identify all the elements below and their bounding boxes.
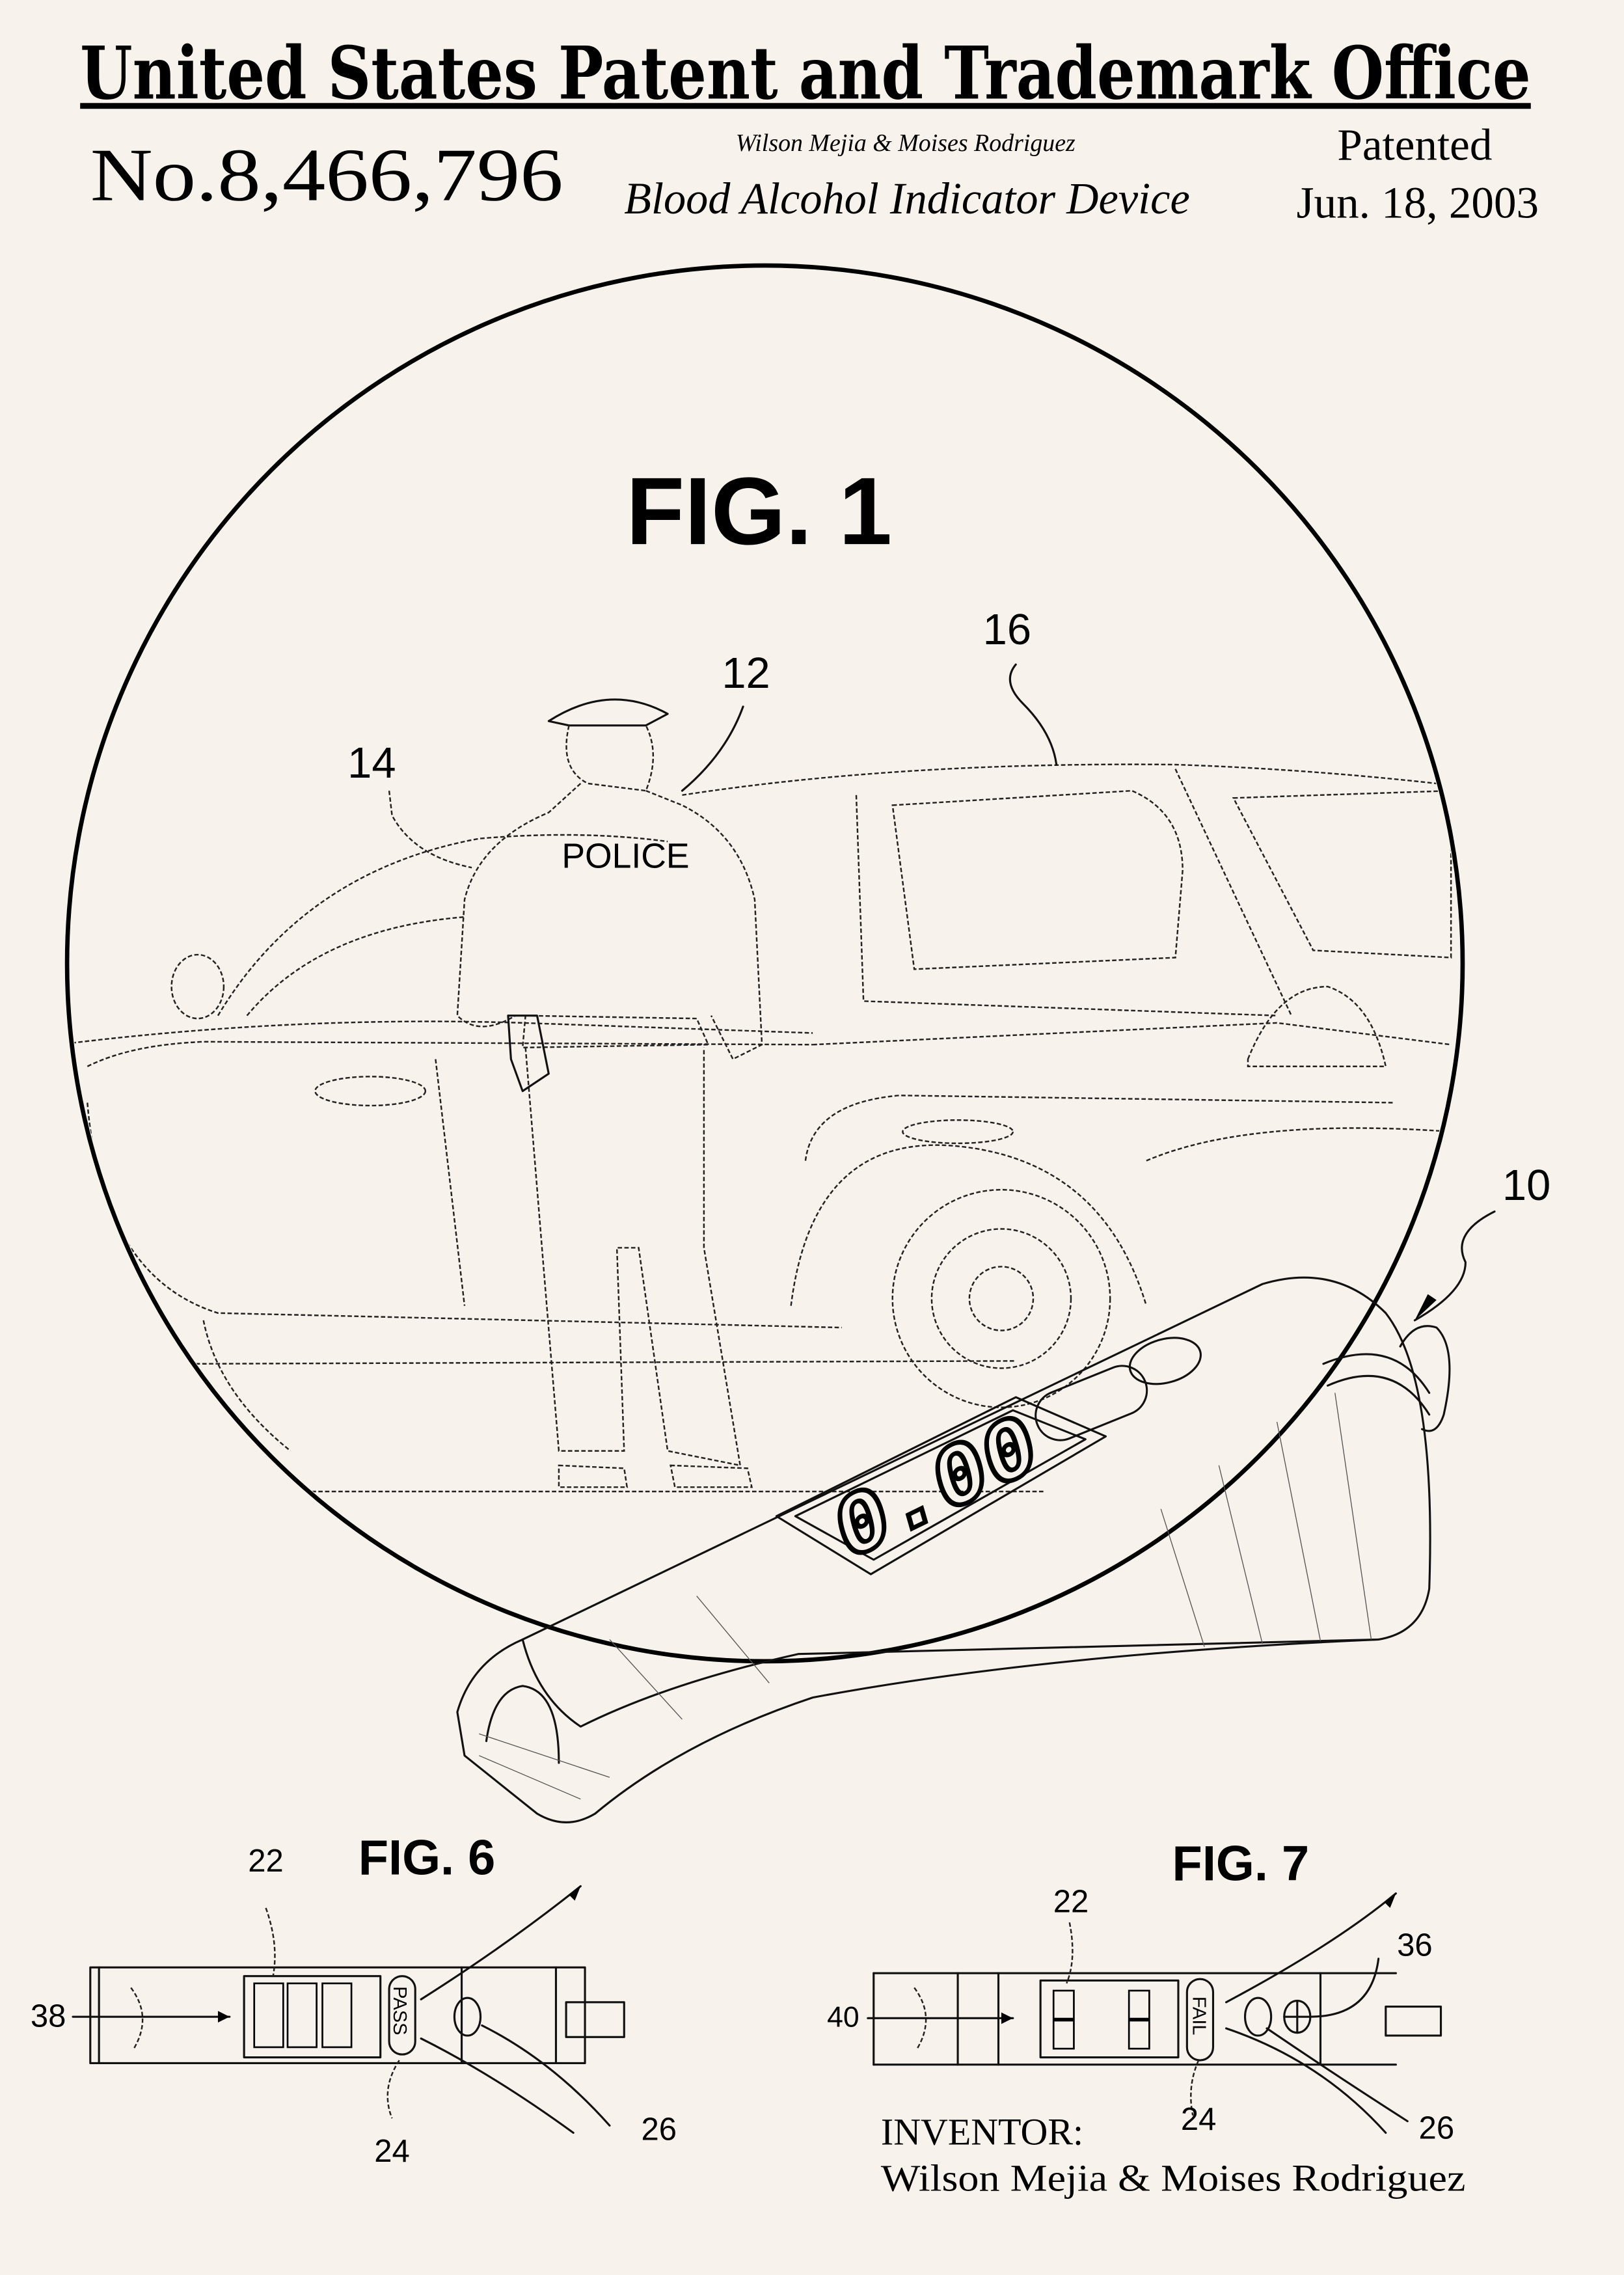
figure-6-title: FIG. 6 [359,1831,496,1886]
patent-date: Jun. 18, 2003 [1297,177,1539,227]
police-officer-12: POLICE [456,698,763,1488]
inventor-label: INVENTOR: [881,2110,1083,2153]
figure-1-title: FIG. 1 [626,458,892,565]
figure-7-title: FIG. 7 [1172,1836,1310,1892]
fig6-display [243,1975,382,2059]
lcd-display [775,1396,1107,1575]
title-underline [80,103,1531,109]
office-title: United States Patent and Trademark Offic… [80,31,1531,116]
label-16: 16 [983,605,1031,654]
fig7-label-40: 40 [827,2002,859,2034]
invention-title: Blood Alcohol Indicator Device [624,173,1190,223]
breathalyzer-whistle-10: 0.00 [456,1276,1451,1823]
fig7-status-fail: FAIL [1188,1996,1209,2036]
header: United States Patent and Trademark Offic… [80,31,1539,227]
fig6-label-22: 22 [248,1844,284,1879]
figure-6: FIG. 6 PASS 22 38 24 26 [31,1831,677,2169]
fig6-label-24: 24 [374,2134,410,2169]
fig7-display [1039,1979,1180,2059]
label-14: 14 [347,739,396,787]
scene-illustration: POLICE [70,698,1452,1493]
inventor-names: Wilson Mejia & Moises Rodriguez [881,2157,1466,2200]
mode-button [1035,1365,1148,1441]
figure-1: FIG. 1 [64,263,1550,1823]
fig6-label-38: 38 [31,1999,66,2034]
lcd-display-reading: 0.00 [825,1395,1046,1579]
label-10: 10 [1502,1161,1550,1210]
inventor-block: INVENTOR: Wilson Mejia & Moises Rodrigue… [881,2110,1466,2199]
patrol-car-14 [70,834,842,1452]
fig6-label-26: 26 [641,2112,677,2147]
patented-label: Patented [1337,119,1492,169]
fig6-status-pass: PASS [389,1986,410,2035]
fig7-label-24: 24 [1181,2102,1217,2137]
inventors-small: Wilson Mejia & Moises Rodriguez [736,129,1076,157]
patent-number: No.8,466,796 [90,134,563,217]
jacket-police-text: POLICE [562,837,689,875]
label-12: 12 [722,649,770,698]
fig7-label-26: 26 [1419,2110,1455,2146]
suv-16 [682,763,1452,1408]
power-button [1128,1337,1202,1385]
fig7-label-36: 36 [1397,1928,1433,1963]
figure-7: FIG. 7 FAIL 22 40 36 24 26 [827,1836,1454,2146]
fig7-label-22: 22 [1053,1885,1089,1920]
